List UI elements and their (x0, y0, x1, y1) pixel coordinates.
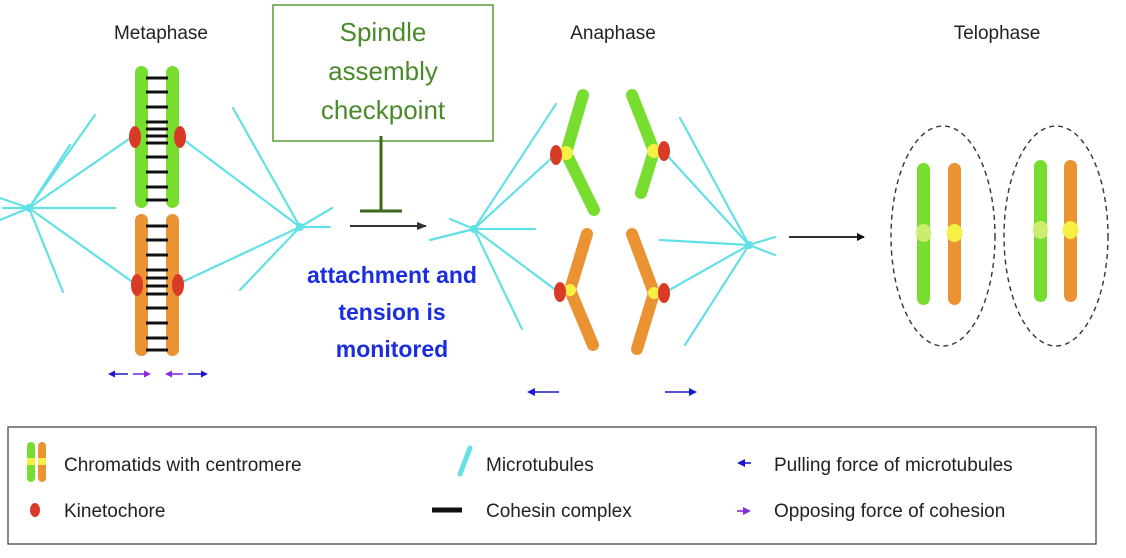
legend-microtubules-icon (457, 445, 473, 477)
kinetochore (174, 126, 186, 148)
legend-pulling-label: Pulling force of microtubules (774, 455, 1013, 476)
legend-opposing-label: Opposing force of cohesion (774, 501, 1005, 522)
metaphase-spindle (0, 106, 334, 294)
anaphase-right-pole (745, 241, 753, 249)
legend-kinetochore-icon (30, 503, 40, 517)
kinetochore (554, 282, 566, 302)
telophase-title: Telophase (954, 23, 1041, 44)
kinetochore (658, 283, 670, 303)
anaphase-left-pole (470, 225, 478, 233)
monitoring-line-3: monitored (336, 336, 448, 362)
checkpoint-line-3: checkpoint (321, 95, 446, 125)
legend-opposing-icon (737, 507, 751, 515)
monitoring-line-2: tension is (338, 299, 445, 325)
anaphase-chromatids (550, 89, 670, 355)
legend-chromatids-icon (27, 442, 46, 482)
checkpoint-box (272, 4, 494, 142)
kinetochore (550, 145, 562, 165)
metaphase-title: Metaphase (114, 23, 208, 44)
kinetochore (658, 141, 670, 161)
kinetochore (129, 126, 141, 148)
kinetochore (131, 274, 143, 296)
checkpoint-inhibition-bar (360, 136, 402, 213)
anaphase-title: Anaphase (570, 23, 656, 44)
telophase-daughter-cell-1 (890, 125, 996, 347)
metaphase-chromosome-orange (131, 214, 184, 356)
legend-kinetochore-label: Kinetochore (64, 501, 165, 522)
metaphase-left-pole (25, 204, 33, 212)
anaphase-spindle (428, 102, 777, 347)
telophase-daughter-cell-2 (1003, 125, 1109, 347)
legend-cohesin-label: Cohesin complex (486, 501, 632, 522)
metaphase-chromosome-green (129, 66, 186, 208)
metaphase-force-arrows (108, 370, 208, 378)
checkpoint-line-2: assembly (328, 56, 438, 86)
legend-microtubules-label: Microtubules (486, 455, 594, 476)
metaphase-right-pole (296, 223, 304, 231)
kinetochore (172, 274, 184, 296)
legend-chromatids-label: Chromatids with centromere (64, 455, 302, 476)
checkpoint-line-1: Spindle (340, 17, 427, 47)
legend-pulling-icon (737, 459, 751, 467)
monitoring-line-1: attachment and (307, 262, 477, 288)
anaphase-force-arrows (527, 388, 697, 396)
legend-box (7, 426, 1097, 545)
